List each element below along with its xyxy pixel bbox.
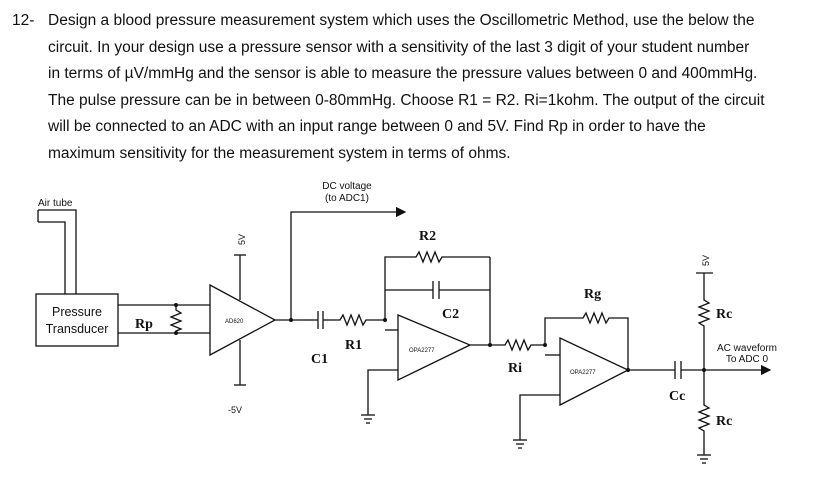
rg-label: Rg [584,287,601,302]
rc-label-bottom: Rc [716,414,732,429]
r2-label: R2 [419,229,436,244]
question-line-5: will be connected to an ADC with an inpu… [48,118,706,135]
transducer-label-line1: Pressure [52,305,102,319]
air-tube [37,209,77,294]
ri-label: Ri [508,361,522,376]
ad620-label: AD620 [225,319,244,325]
to-adc1-label: (to ADC1) [325,193,369,204]
ad620-amp [209,283,277,357]
question-line-6: maximum sensitivity for the measurement … [48,144,511,162]
rp-label: Rp [135,317,153,332]
question-number: 12- [12,12,35,29]
rc-resistor-top [697,273,711,370]
ri-resistor [500,338,545,352]
pressure-transducer [35,293,119,347]
rc-label-top: Rc [716,307,732,322]
cc-label: Cc [669,389,685,404]
to-adc0-label: To ADC 0 [726,354,769,365]
rc-resistor-bottom [697,370,711,455]
opa2277-amp-1 [397,314,472,382]
c1-label: C1 [311,352,328,367]
opa2277-amp-2 [559,336,630,407]
plus5v-label-1: 5V [237,234,247,245]
transducer-label-line2: Transducer [46,322,109,336]
opa2277-label-1: OPA2277 [409,348,435,354]
minus5v-label: -5V [228,405,242,415]
dc-voltage-label: DC voltage [322,181,372,192]
c2-label: C2 [442,307,459,322]
rp-resistor [169,305,183,333]
rg-resistor [572,311,629,370]
r1-label: R1 [345,338,362,353]
ac-waveform-label: AC waveform [717,343,777,354]
r1-resistor [335,313,385,327]
question-line-4: The pulse pressure can be in between 0-8… [48,91,765,109]
plus5v-label-2: 5V [701,255,711,266]
question-line-3: in terms of µV/mmHg and the sensor is ab… [48,65,758,82]
question-line-1: Design a blood pressure measurement syst… [48,12,755,29]
question-line-2: circuit. In your design use a pressure s… [48,38,750,56]
air-tube-label: Air tube [38,198,73,209]
opa2277-label-2: OPA2277 [570,370,596,376]
r2-resistor [405,250,490,264]
